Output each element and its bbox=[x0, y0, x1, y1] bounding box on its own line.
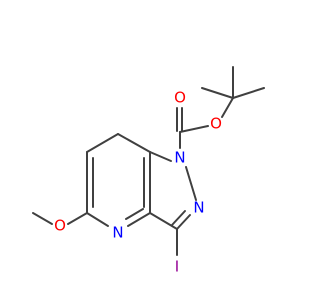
bond-tbu-me1 bbox=[201, 87, 234, 99]
bond-c7-c6 bbox=[86, 133, 119, 153]
atom-n-pyridine: N bbox=[112, 224, 123, 242]
bond-tbu-oester bbox=[221, 97, 234, 118]
atom-o-methoxy: O bbox=[54, 217, 66, 235]
bond-tbu-me2 bbox=[232, 87, 265, 99]
atom-n1: N bbox=[174, 149, 185, 167]
bond-n2-c3-b bbox=[171, 210, 186, 226]
bond-omethoxy-me bbox=[32, 212, 53, 225]
bond-oester-carbonylc bbox=[179, 125, 209, 133]
bond-c7a-c7 bbox=[117, 133, 151, 153]
bond-n1-n2 bbox=[185, 166, 197, 201]
atom-n2: N bbox=[193, 199, 204, 217]
structure-svg: O O N N N O I bbox=[32, 66, 265, 276]
bond-c5-omethoxy bbox=[67, 212, 88, 225]
bond-c3a-npyr-inner bbox=[125, 208, 144, 220]
bond-c3-c3a bbox=[149, 212, 178, 230]
atom-iodine: I bbox=[175, 258, 179, 276]
bond-n2-c3-a bbox=[176, 214, 191, 230]
atom-o-carbonyl: O bbox=[174, 89, 186, 107]
bond-npyr-c5 bbox=[86, 212, 109, 227]
bond-c3a-npyr bbox=[127, 212, 151, 227]
bond-n1-c7a bbox=[149, 151, 172, 162]
molecule-diagram: O O N N N O I bbox=[32, 66, 265, 276]
atom-o-ester: O bbox=[210, 115, 222, 133]
